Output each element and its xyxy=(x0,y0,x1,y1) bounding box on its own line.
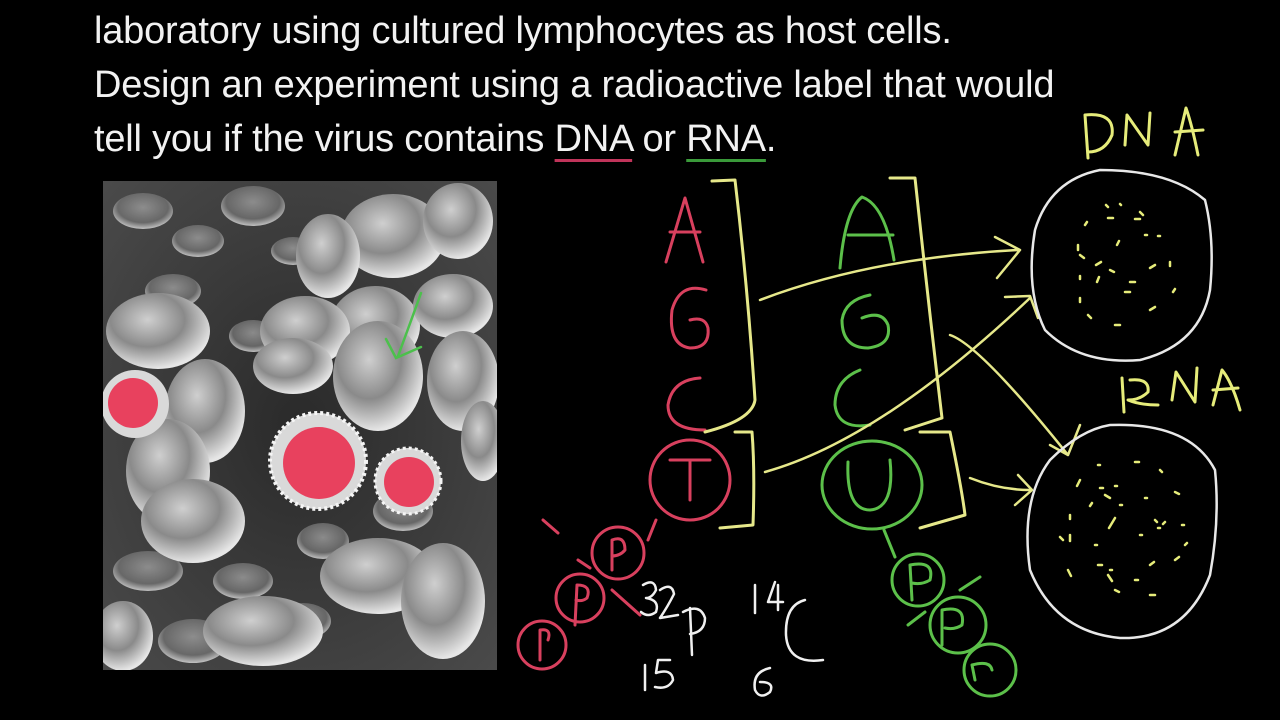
blood-cell-micrograph xyxy=(103,181,497,670)
dna-base-t-circled xyxy=(648,438,732,522)
rna-u-bracket xyxy=(918,430,967,530)
rna-base-g xyxy=(840,293,891,350)
rna-cell-label xyxy=(1120,366,1242,414)
rna-underlined: RNA xyxy=(686,118,766,160)
arrow-rna-agc-to-rna-cell xyxy=(948,333,1082,457)
rna-base-a xyxy=(838,195,896,270)
green-arrow-icon xyxy=(384,291,423,360)
host-cells xyxy=(1026,168,1218,640)
brackets xyxy=(703,176,967,530)
question-line-2: Design an experiment using a radioactive… xyxy=(94,64,1055,106)
dna-base-a xyxy=(664,196,705,264)
dna-cell-label-dots xyxy=(1076,202,1177,327)
dna-base-c xyxy=(666,376,707,432)
rna-phosphate-chain xyxy=(882,528,1018,698)
rna-host-cell xyxy=(1026,423,1218,640)
micrograph-image xyxy=(103,181,497,670)
question-line-3: tell you if the virus contains DNA or RN… xyxy=(94,112,1054,166)
phosphorus-32-isotope xyxy=(639,581,707,692)
dna-t-bracket xyxy=(718,430,756,530)
question-line-3-prefix: tell you if the virus contains xyxy=(94,118,555,160)
question-text: laboratory using cultured lymphocytes as… xyxy=(94,4,1054,166)
highlighted-lymphocytes xyxy=(103,370,443,516)
question-or: or xyxy=(632,118,687,160)
arrow-dna-agc-to-dna-cell xyxy=(758,235,1022,302)
rna-agc-bracket xyxy=(888,176,944,432)
isotope-notation xyxy=(639,580,825,697)
arrow-dna-t-to-dna-cell xyxy=(763,294,1040,474)
dna-phosphate-chain xyxy=(516,518,658,671)
dna-cell-label xyxy=(1083,106,1205,160)
rna-cell-label-dots xyxy=(1058,460,1189,597)
question-period: . xyxy=(765,118,777,160)
dna-underlined: DNA xyxy=(554,118,633,160)
arrows xyxy=(758,235,1082,507)
dna-strand xyxy=(516,196,732,671)
dna-agc-bracket xyxy=(703,178,757,434)
dna-host-cell xyxy=(1030,168,1213,362)
rna-base-c xyxy=(833,368,872,428)
arrow-rna-u-to-rna-cell xyxy=(968,473,1034,507)
cell-labels xyxy=(1083,106,1242,414)
carbon-14-isotope xyxy=(753,580,825,697)
rna-base-u-circled xyxy=(820,439,924,531)
rna-strand xyxy=(820,195,1018,698)
dna-base-g xyxy=(669,286,710,350)
question-line-1: laboratory using cultured lymphocytes as… xyxy=(94,10,952,52)
